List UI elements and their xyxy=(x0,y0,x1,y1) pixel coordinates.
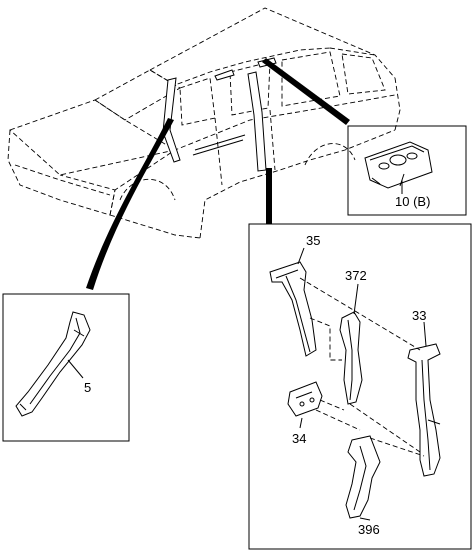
inset-b-pillar-assembly: 35 372 33 34 396 xyxy=(248,223,472,550)
callout-roof-bracket: 10 (B) xyxy=(395,194,430,209)
inset-roof-bracket: 10 (B) xyxy=(347,125,467,216)
callout-outer-b-pillar: 35 xyxy=(306,233,320,248)
callout-lower-b-pillar: 396 xyxy=(358,522,380,537)
lower-b-pillar-part xyxy=(345,435,381,519)
callout-b-pillar-reinforcement: 372 xyxy=(345,268,367,283)
outer-b-pillar-part xyxy=(269,261,317,357)
inset-a-pillar: 5 xyxy=(2,293,130,442)
b-pillar-reinforcement-part xyxy=(339,311,363,405)
car-highlighted-pillars xyxy=(162,57,277,172)
callout-bracket: 34 xyxy=(292,431,306,446)
roof-bracket-part xyxy=(364,141,433,189)
inner-b-pillar-part xyxy=(407,343,441,477)
car-body-outline xyxy=(7,7,401,239)
a-pillar-part xyxy=(15,311,91,417)
assembly-guide-lines xyxy=(299,277,425,457)
bracket-part xyxy=(287,381,323,417)
callout-a-pillar: 5 xyxy=(84,380,91,395)
callout-inner-b-pillar: 33 xyxy=(412,308,426,323)
callout-leaders xyxy=(86,58,350,290)
